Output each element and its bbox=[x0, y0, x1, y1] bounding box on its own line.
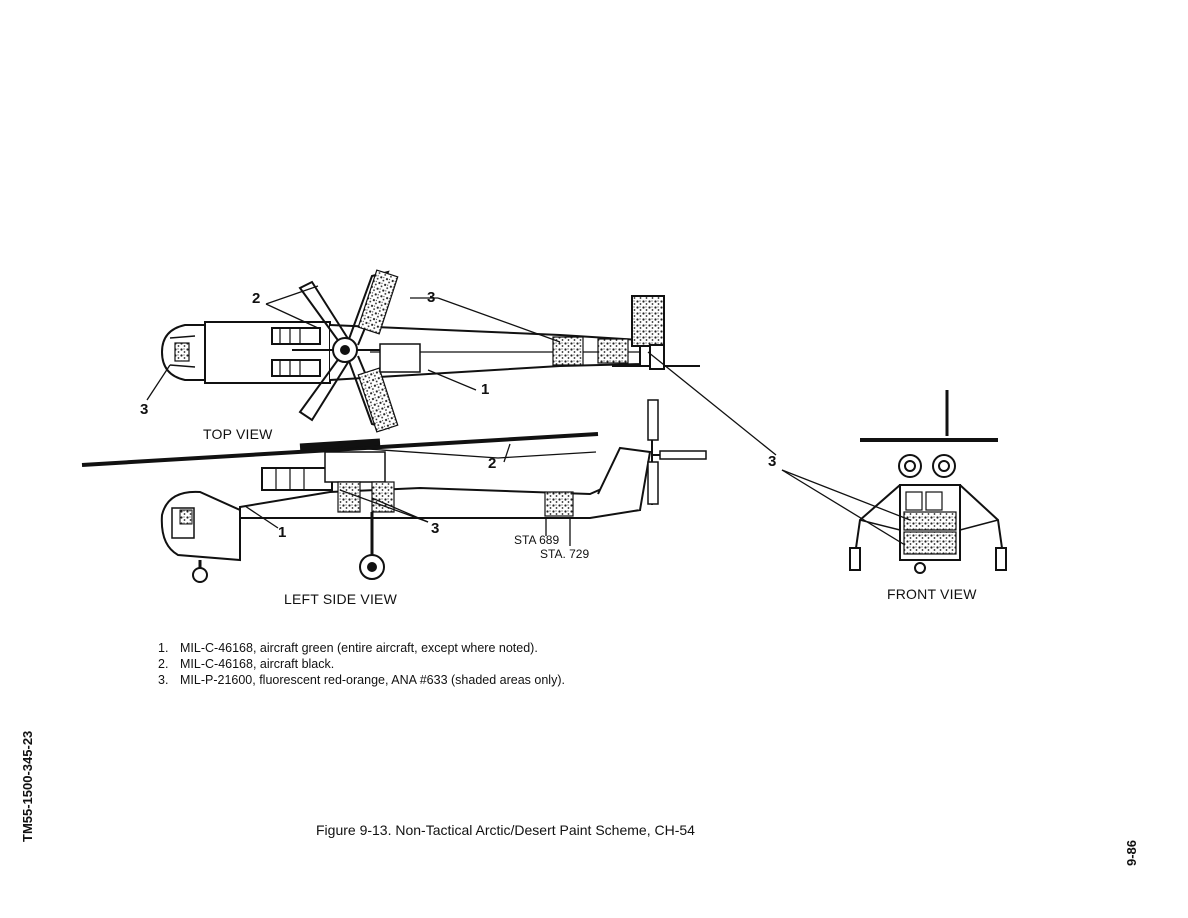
page-number: 9-86 bbox=[1124, 839, 1139, 866]
note-text: MIL-C-46168, aircraft black. bbox=[180, 657, 335, 671]
note-item: 3. MIL-P-21600, fluorescent red-orange, … bbox=[158, 672, 565, 688]
left-side-view-drawing bbox=[81, 399, 707, 583]
station-689-label: STA 689 bbox=[514, 533, 560, 547]
left-side-view-label: LEFT SIDE VIEW bbox=[284, 591, 398, 607]
note-item: 1. MIL-C-46168, aircraft green (entire a… bbox=[158, 640, 565, 656]
callout-2-top-view: 2 bbox=[252, 290, 261, 307]
note-text: MIL-C-46168, aircraft green (entire airc… bbox=[180, 641, 538, 655]
note-number: 2. bbox=[158, 657, 169, 671]
document-id: TM55-1500-345-23 bbox=[20, 730, 35, 842]
front-view-label: FRONT VIEW bbox=[887, 586, 977, 602]
front-view-drawing bbox=[849, 390, 1007, 574]
side-view-leaders bbox=[244, 443, 597, 546]
note-number: 3. bbox=[158, 673, 169, 687]
top-view-label: TOP VIEW bbox=[203, 426, 273, 442]
front-view-leaders bbox=[781, 469, 911, 546]
callout-1-side-view: 1 bbox=[278, 524, 287, 541]
note-item: 2. MIL-C-46168, aircraft black. bbox=[158, 656, 565, 672]
figure-caption: Figure 9-13. Non-Tactical Arctic/Desert … bbox=[316, 822, 695, 838]
top-view-drawing bbox=[160, 269, 700, 433]
paint-notes-list: 1. MIL-C-46168, aircraft green (entire a… bbox=[158, 640, 565, 688]
callout-3-nose: 3 bbox=[140, 401, 149, 418]
note-number: 1. bbox=[158, 641, 169, 655]
callout-2-side-view: 2 bbox=[488, 455, 497, 472]
callout-3-side-view: 3 bbox=[431, 520, 440, 537]
callout-3-front-view: 3 bbox=[768, 453, 777, 470]
note-text: MIL-P-21600, fluorescent red-orange, ANA… bbox=[180, 673, 565, 687]
top-view-leaders bbox=[146, 285, 777, 456]
callout-3-top-view: 3 bbox=[427, 289, 436, 306]
station-729-label: STA. 729 bbox=[540, 547, 590, 561]
callout-1-top-view: 1 bbox=[481, 381, 490, 398]
